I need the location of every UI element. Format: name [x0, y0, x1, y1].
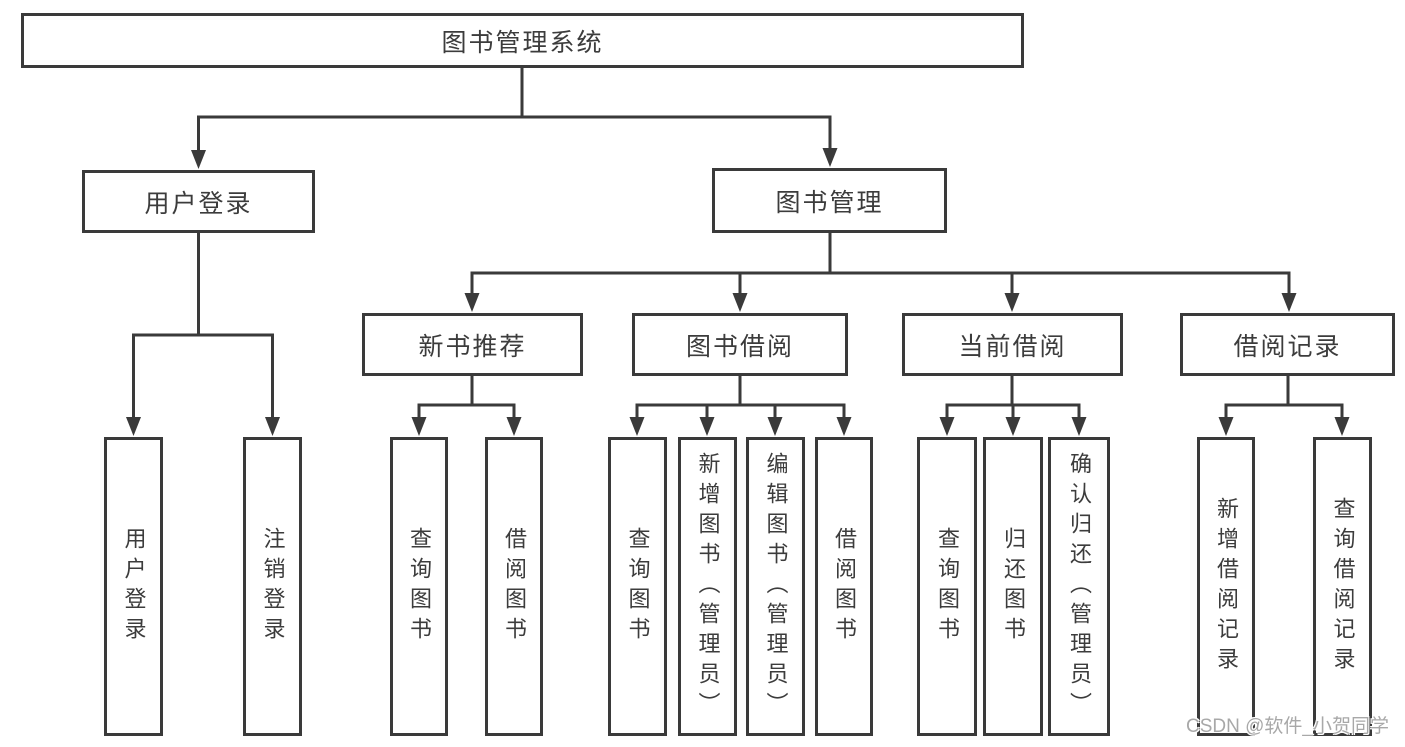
- arrowhead: [265, 417, 280, 436]
- leaf-add-books-admin: 新增图书（管理员）: [678, 437, 737, 736]
- leaf-label: 查询图书: [625, 526, 651, 647]
- node-user-login: 用户登录: [82, 170, 315, 233]
- leaf-label: 确认归还（管理员）: [1067, 451, 1092, 722]
- arrowhead: [126, 417, 141, 436]
- tree-edges: [132, 68, 1344, 420]
- leaf-logout: 注销登录: [243, 437, 302, 736]
- arrowhead: [1071, 417, 1087, 436]
- leaf-label: 查询借阅记录: [1330, 496, 1356, 677]
- arrowhead: [464, 293, 480, 312]
- leaf-borrow-books: 借阅图书: [815, 437, 873, 736]
- node-label: 图书管理系统: [441, 28, 604, 57]
- arrowhead: [1004, 293, 1020, 312]
- node-root-system: 图书管理系统: [21, 13, 1024, 68]
- arrowhead: [822, 148, 838, 167]
- leaf-label: 查询图书: [935, 526, 960, 647]
- leaf-edit-books-admin: 编辑图书（管理员）: [746, 437, 805, 736]
- node-label: 借阅记录: [1233, 332, 1342, 361]
- node-book-management: 图书管理: [712, 168, 947, 233]
- leaf-confirm-return-admin: 确认归还（管理员）: [1048, 437, 1110, 736]
- arrowhead: [939, 417, 955, 436]
- leaf-label: 用户登录: [121, 526, 147, 647]
- node-current-borrow: 当前借阅: [902, 313, 1123, 376]
- leaf-label: 编辑图书（管理员）: [763, 451, 789, 722]
- arrowhead: [411, 417, 427, 436]
- leaf-query-borrow-record: 查询借阅记录: [1313, 437, 1372, 736]
- arrowhead: [191, 150, 206, 169]
- leaf-query-books-recommend: 查询图书: [390, 437, 448, 736]
- leaf-return-books: 归还图书: [983, 437, 1043, 736]
- leaf-label: 借阅图书: [832, 526, 857, 647]
- arrowhead: [1281, 293, 1297, 312]
- node-label: 新书推荐: [418, 332, 527, 361]
- leaf-query-books-borrow: 查询图书: [608, 437, 667, 736]
- node-new-book-recommend: 新书推荐: [362, 313, 583, 376]
- leaf-label: 新增图书（管理员）: [695, 451, 721, 722]
- arrowhead: [699, 417, 715, 436]
- node-borrow-records: 借阅记录: [1180, 313, 1395, 376]
- leaf-add-borrow-record: 新增借阅记录: [1197, 437, 1255, 736]
- csdn-watermark: CSDN @软件_小贺同学: [1186, 716, 1389, 737]
- arrowhead: [1005, 417, 1021, 436]
- arrowhead: [1334, 417, 1350, 436]
- leaf-label: 查询图书: [407, 526, 432, 647]
- node-label: 用户登录: [144, 189, 253, 218]
- leaf-label: 归还图书: [1001, 526, 1026, 647]
- arrowhead: [629, 417, 645, 436]
- leaf-label: 借阅图书: [502, 526, 527, 647]
- arrowhead: [1218, 417, 1234, 436]
- leaf-borrow-books-recommend: 借阅图书: [485, 437, 543, 736]
- node-book-borrow: 图书借阅: [632, 313, 848, 376]
- node-label: 当前借阅: [958, 332, 1067, 361]
- leaf-user-login: 用户登录: [104, 437, 163, 736]
- arrowhead: [836, 417, 852, 436]
- arrowheads: [126, 148, 1350, 436]
- arrowhead: [506, 417, 522, 436]
- leaf-query-books-current: 查询图书: [917, 437, 977, 736]
- leaf-label: 注销登录: [260, 526, 286, 647]
- arrowhead: [767, 417, 783, 436]
- node-label: 图书借阅: [685, 332, 794, 361]
- leaf-label: 新增借阅记录: [1214, 496, 1239, 677]
- arrowhead: [732, 293, 748, 312]
- node-label: 图书管理: [775, 188, 884, 217]
